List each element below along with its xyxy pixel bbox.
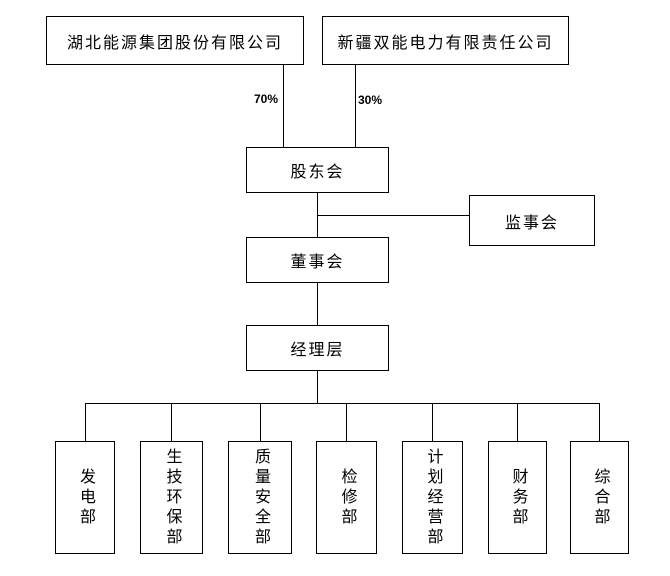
- connector-board-to-management: [317, 283, 318, 325]
- org-node-label: 股东会: [290, 164, 345, 181]
- org-node-parent-hubei-energy: 湖北能源集团股份有限公司: [46, 16, 304, 65]
- org-node-label: 质量安全部: [252, 447, 269, 548]
- connector-dept-bus: [85, 403, 600, 404]
- org-node-dept-quality-safety: 质量安全部: [228, 441, 292, 554]
- org-node-dept-planning-operations: 计划经营部: [402, 441, 463, 554]
- org-node-label: 生技环保部: [163, 447, 181, 548]
- connector-drop-dept-5: [432, 403, 433, 441]
- org-node-dept-power-generation: 发电部: [55, 441, 115, 554]
- org-node-shareholders-meeting: 股东会: [246, 147, 389, 193]
- org-node-label: 湖北能源集团股份有限公司: [66, 34, 283, 52]
- org-node-label: 综合部: [591, 467, 609, 528]
- org-node-dept-production-tech-environment: 生技环保部: [140, 441, 203, 554]
- org-node-label: 计划经营部: [424, 447, 442, 548]
- org-node-label: 董事会: [290, 254, 345, 271]
- org-node-label: 新疆双能电力有限责任公司: [337, 34, 554, 52]
- org-node-label: 监事会: [504, 214, 559, 232]
- connector-drop-dept-4: [346, 403, 347, 441]
- ownership-label-30: 30%: [358, 93, 383, 107]
- connector-drop-dept-7: [599, 403, 600, 441]
- connector-parent-right-to-shareholders: [355, 65, 356, 147]
- org-node-board-of-directors: 董事会: [246, 237, 389, 283]
- connector-drop-dept-6: [517, 403, 518, 441]
- org-node-label: 经理层: [290, 342, 345, 359]
- org-node-dept-finance: 财务部: [488, 441, 547, 554]
- connector-management-to-dept-bus: [317, 371, 318, 403]
- org-node-dept-maintenance: 检修部: [316, 441, 377, 554]
- org-node-label: 检修部: [338, 467, 356, 528]
- connector-drop-dept-3: [260, 403, 261, 441]
- ownership-label-70: 70%: [253, 92, 278, 106]
- org-node-label: 财务部: [509, 467, 527, 528]
- org-node-parent-xinjiang-shuangneng: 新疆双能电力有限责任公司: [322, 16, 569, 65]
- connector-drop-dept-2: [171, 403, 172, 441]
- org-node-dept-general-affairs: 综合部: [570, 441, 629, 554]
- org-node-label: 发电部: [77, 467, 94, 528]
- connector-branch-to-supervisory-board: [317, 215, 469, 216]
- org-node-supervisory-board: 监事会: [469, 195, 595, 246]
- connector-parent-left-to-shareholders: [283, 65, 284, 147]
- connector-drop-dept-1: [85, 403, 86, 441]
- org-node-management: 经理层: [246, 325, 389, 371]
